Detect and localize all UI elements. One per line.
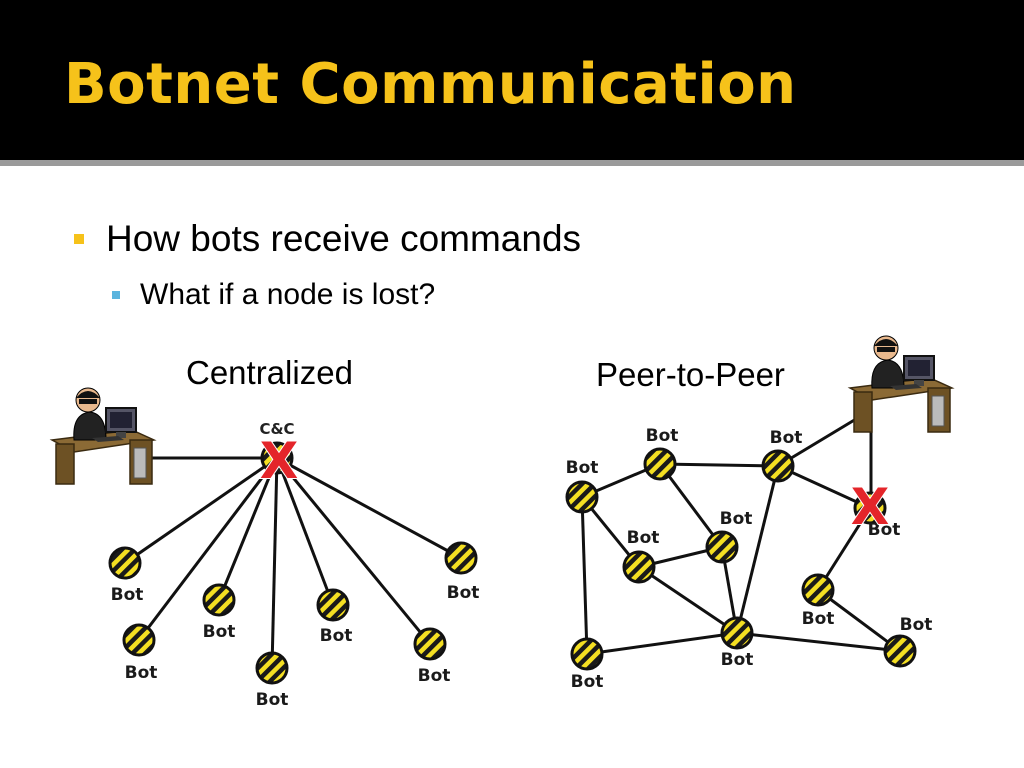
network-nodes [108,441,917,685]
link-peer-peer [777,464,871,510]
link-cc-bot [124,456,278,565]
bot-label-central: Bot [111,585,144,605]
link-cc-bot [270,457,279,669]
bot-label-p2p: Bot [868,520,901,540]
bullet-square-small-icon [112,291,120,299]
bot-node-p2p [643,447,677,481]
bot-label-p2p: Bot [646,426,679,446]
bullet-square-icon [74,234,84,244]
bullet-secondary: What if a node is lost? [112,278,435,312]
link-peer-peer [736,631,901,653]
bullet-primary-text: How bots receive commands [106,218,582,259]
bot-label-p2p: Bot [802,609,835,629]
cc-server-label: C&C [259,420,294,438]
bot-node-p2p [883,634,917,668]
bot-node-central [255,651,289,685]
bot-node-p2p [570,637,604,671]
p2p-label: Peer-to-Peer [596,356,785,393]
bot-label-p2p: Bot [721,650,754,670]
bot-node-p2p [853,491,887,525]
failure-marks: XX [259,431,891,537]
bot-label-p2p: Bot [720,509,753,529]
bot-label-p2p: Bot [770,428,803,448]
bot-label-central: Bot [447,583,480,603]
botmaster-centralized [49,387,157,485]
botmasters [49,335,955,485]
bullet-secondary-text: What if a node is lost? [140,278,436,311]
bot-node-p2p [720,616,754,650]
bot-label-central: Bot [256,690,289,710]
bot-node-central [413,627,447,661]
network-links [124,408,901,669]
bot-node-p2p [801,573,835,607]
link-peer-peer [817,588,901,653]
bot-node-p2p [705,530,739,564]
link-cc-bot [275,457,335,606]
link-peer-peer [658,463,724,548]
bot-label-central: Bot [418,666,451,686]
slide-content: How bots receive commands What if a node… [0,166,1024,768]
failure-mark-cc: X [260,432,299,490]
bot-node-central [316,588,350,622]
bot-label-central: Bot [125,663,158,683]
slide-title: Botnet Communication [64,52,797,117]
header-divider [0,160,1024,166]
bot-node-central [108,546,142,580]
slide-header: Botnet Communication [0,0,1024,160]
bot-node-p2p [622,550,656,584]
link-cc-bot [217,457,279,601]
bot-label-p2p: Bot [566,458,599,478]
bullet-primary: How bots receive commands [74,218,581,260]
botmaster-p2p [847,335,955,433]
bot-label-central: Bot [203,622,236,642]
link-peer-peer [638,565,738,635]
link-cc-bot [276,456,462,560]
link-peer-peer [586,631,738,656]
link-peer-peer [735,465,780,634]
bot-label-p2p: Bot [900,615,933,635]
bot-node-central [122,623,156,657]
link-peer-peer [659,462,779,468]
bot-node-central [202,583,236,617]
bot-label-p2p: Bot [627,528,660,548]
bot-node-central [444,541,478,575]
link-cc-bot [137,457,279,641]
link-cc-bot [275,457,432,645]
bot-node-p2p [565,480,599,514]
bot-label-central: Bot [320,626,353,646]
failure-mark-p2p: X [851,478,890,536]
bot-node-p2p [761,449,795,483]
link-peer-peer [580,496,589,655]
centralized-label: Centralized [186,354,353,391]
cc-server-node [260,441,294,475]
bot-label-p2p: Bot [571,672,604,692]
